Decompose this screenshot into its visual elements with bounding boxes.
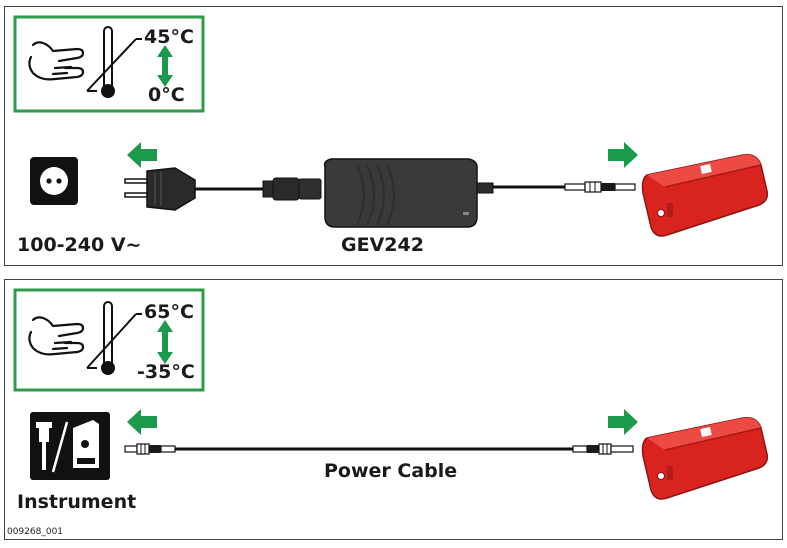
device-label: Instrument [17,491,136,513]
pointing-hand-icon [28,316,85,356]
power-plug-icon [124,167,196,211]
figure-id: 009268_001 [7,527,64,537]
adapter-diagram: 45°C 0°C [13,15,769,256]
cable-diagram: 65°C -35°C [13,288,769,513]
battery-pack-icon [641,416,769,500]
unplug-arrow-icon [127,142,157,168]
instrument-connector-icon [124,443,176,455]
temp-min-label: -35°C [137,361,195,383]
battery-pack-icon [641,153,769,237]
plug-in-arrow-icon [608,142,638,168]
temp-max-label: 45°C [144,26,194,48]
temperature-range-arrow-icon [157,45,173,87]
cable-strain-relief [476,182,494,194]
temp-min-label: 0°C [148,84,185,106]
adapter-name-label: GEV242 [341,234,424,256]
battery-connector-icon [564,181,636,193]
instrument-icon [30,412,110,480]
thermometer-icon [86,26,142,98]
power-adapter-body [323,158,478,228]
temp-max-label: 65°C [144,301,194,323]
cable-label: Power Cable [324,460,457,482]
voltage-label: 100-240 V~ [17,234,141,256]
battery-connector-icon [572,443,634,455]
temperature-range-arrow-icon [157,320,173,364]
adapter-panel: 45°C 0°C [4,6,783,266]
pointing-hand-icon [28,41,85,81]
cable-panel: 65°C -35°C [4,279,783,540]
appliance-connector-icon [262,177,322,201]
plug-in-arrow-icon [608,409,638,435]
thermometer-icon [86,301,142,375]
wall-socket-icon [30,157,78,205]
unplug-arrow-icon [127,409,157,435]
